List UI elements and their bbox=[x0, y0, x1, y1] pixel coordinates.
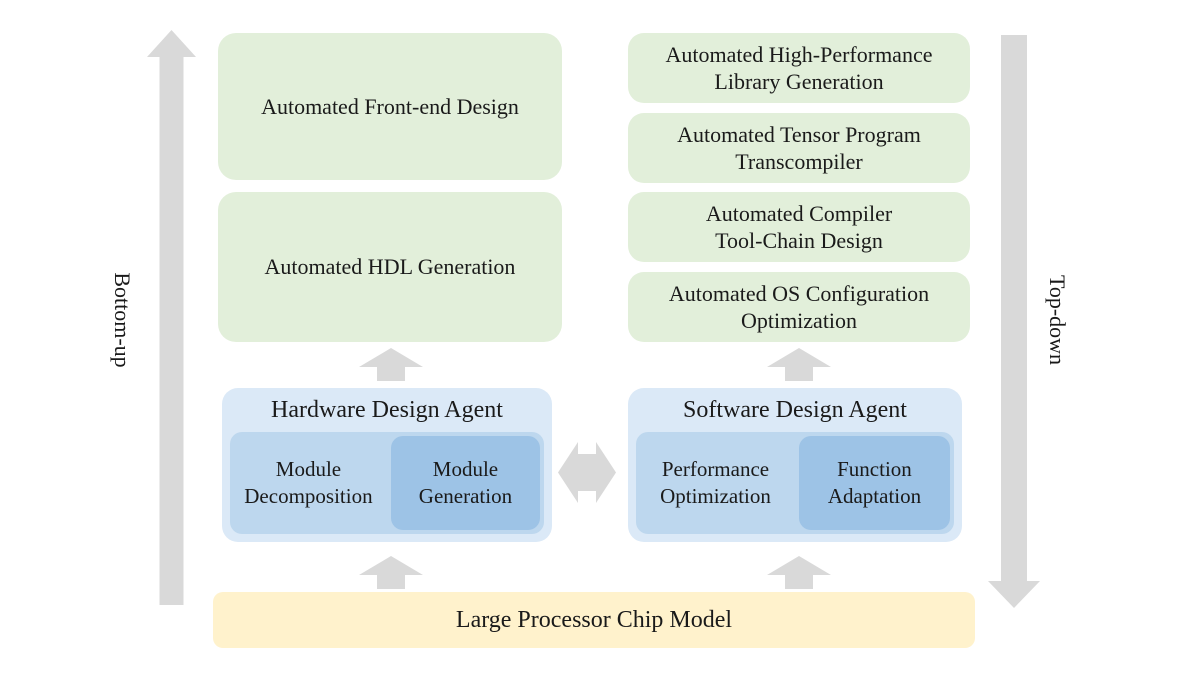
tensor-transcompiler-box: Automated Tensor Program Transcompiler bbox=[628, 113, 970, 183]
up-arrow-model-to-hardware-icon bbox=[359, 556, 423, 589]
os-configuration-box: Automated OS Configuration Optimization bbox=[628, 272, 970, 342]
function-adaptation-box: Function Adaptation bbox=[798, 436, 950, 530]
hdl-generation-box: Automated HDL Generation bbox=[218, 192, 562, 342]
up-arrow-model-to-software-icon bbox=[767, 556, 831, 589]
hardware-design-agent-box: Hardware Design Agent Module Decompositi… bbox=[222, 388, 552, 542]
software-agent-body: Performance Optimization Function Adapta… bbox=[636, 432, 954, 534]
hardware-software-double-arrow-icon bbox=[558, 442, 616, 503]
module-generation-box: Module Generation bbox=[390, 436, 540, 530]
up-arrow-hardware-to-outputs-icon bbox=[359, 348, 423, 381]
compiler-toolchain-box: Automated Compiler Tool-Chain Design bbox=[628, 192, 970, 262]
front-end-design-box: Automated Front-end Design bbox=[218, 33, 562, 180]
bottom-up-arrow-icon bbox=[147, 30, 196, 605]
hp-library-generation-box: Automated High-Performance Library Gener… bbox=[628, 33, 970, 103]
top-down-arrow-icon bbox=[988, 35, 1040, 608]
top-down-label: Top-down bbox=[1045, 274, 1070, 366]
performance-optimization-box: Performance Optimization bbox=[660, 456, 771, 508]
module-decomposition-box: Module Decomposition bbox=[244, 456, 373, 508]
hardware-agent-title: Hardware Design Agent bbox=[271, 396, 503, 423]
hardware-agent-body: Module Decomposition Module Generation bbox=[230, 432, 544, 534]
bottom-up-label: Bottom-up bbox=[110, 272, 135, 368]
up-arrow-software-to-outputs-icon bbox=[767, 348, 831, 381]
software-design-agent-box: Software Design Agent Performance Optimi… bbox=[628, 388, 962, 542]
large-processor-chip-model-box: Large Processor Chip Model bbox=[213, 592, 975, 648]
software-agent-title: Software Design Agent bbox=[683, 396, 907, 423]
